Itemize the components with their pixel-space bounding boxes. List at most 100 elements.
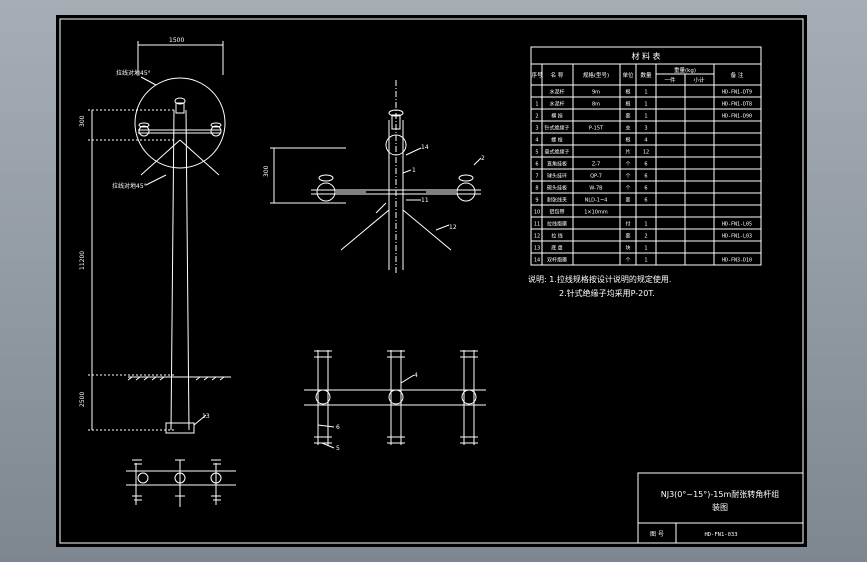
- table-cell-unit: 片: [625, 149, 630, 156]
- table-cell-seq: 5: [535, 150, 538, 156]
- table-cell-name: 耐张线夹: [547, 197, 567, 204]
- pole-elevation: 1500 拉线对地45° 拉线对地45° 300 11200 2500: [79, 37, 231, 434]
- table-cell-seq: 1: [535, 102, 538, 108]
- table-cell-remark: HD-FN1-L05: [722, 222, 752, 228]
- marker-11: 11: [421, 197, 429, 204]
- plan-view-small: [126, 459, 236, 507]
- th-weight-total: 小计: [693, 76, 705, 84]
- table-cell-name: 球头挂环: [547, 173, 567, 180]
- table-cell-seq: 13: [534, 246, 540, 252]
- dim-center: 300: [263, 165, 270, 177]
- crossarm-plan-view: 4 6 5: [304, 350, 486, 452]
- table-cell-qty: 6: [644, 174, 647, 180]
- table-cell-unit: 个: [625, 258, 630, 264]
- table-cell-name: 水泥杆: [549, 89, 564, 96]
- table-cell-unit: 付: [625, 221, 630, 228]
- table-cell-remark: HD-FN1-L03: [722, 234, 752, 240]
- table-cell-name: 拉 线: [551, 233, 563, 240]
- table-cell-qty: 1: [644, 102, 647, 108]
- table-cell-seq: 7: [535, 174, 538, 180]
- table-cell-name: 碗头挂板: [547, 185, 567, 192]
- table-cell-qty: 12: [643, 150, 649, 156]
- table-cell-spec: 1×10mm: [584, 210, 608, 216]
- table-cell-seq: 9: [535, 198, 538, 204]
- drawing-title-line1: NJ3(0°~15°)-15m耐张转角杆组: [661, 489, 780, 499]
- table-cell-name: 横 担: [551, 113, 563, 120]
- th-spec: 规格(型号): [583, 71, 609, 79]
- table-cell-seq: 11: [534, 222, 540, 228]
- table-cell-unit: 根: [625, 101, 630, 108]
- table-cell-unit: 根: [625, 89, 630, 96]
- table-cell-unit: 套: [625, 113, 630, 120]
- table-cell-unit: 支: [625, 125, 630, 132]
- fig-number: HD-FN1-033: [704, 532, 737, 538]
- table-cell-name: 双杆抱箍: [547, 257, 567, 264]
- table-cell-remark: HD-FN1-D90: [722, 114, 752, 120]
- dim-burial: 2500: [79, 392, 86, 407]
- table-cell-qty: 1: [644, 246, 647, 252]
- marker-2: 2: [481, 155, 485, 162]
- th-weight-single: 一件: [664, 76, 676, 84]
- table-cell-remark: HD-FN3-D10: [722, 258, 752, 264]
- table-cell-qty: 2: [644, 234, 647, 240]
- dim-top: 300: [79, 115, 86, 127]
- table-cell-unit: 个: [625, 162, 630, 168]
- table-cell-seq: 14: [534, 258, 540, 264]
- th-qty: 数量: [640, 71, 652, 79]
- table-cell-name: 底 盘: [551, 245, 563, 252]
- dim-crossarm: 1500: [169, 37, 184, 44]
- table-cell-name: 悬式绝缘子: [544, 149, 569, 156]
- table-cell-unit: 个: [625, 186, 630, 192]
- guy-circle: [134, 77, 226, 169]
- table-cell-spec: 9m: [592, 90, 600, 96]
- th-name: 名 称: [551, 71, 564, 79]
- table-cell-seq: 2: [535, 114, 538, 120]
- table-cell-name: 拉线抱箍: [547, 221, 567, 228]
- table-cell-qty: 6: [644, 198, 647, 204]
- marker-12: 12: [449, 224, 457, 231]
- table-cell-name: 直角挂板: [547, 161, 567, 168]
- table-cell-qty: 1: [644, 114, 647, 120]
- marker-5: 5: [336, 445, 340, 452]
- table-cell-spec: P-15T: [589, 126, 604, 132]
- table-cell-qty: 3: [644, 126, 647, 132]
- marker-4: 4: [414, 372, 418, 379]
- table-cell-remark: HD-FN1-DT9: [722, 90, 752, 96]
- th-seq: 序号: [531, 71, 543, 79]
- marker-13: 13: [202, 413, 210, 420]
- drawing-sheet: 1500 拉线对地45° 拉线对地45° 300 11200 2500: [56, 15, 807, 547]
- table-cell-seq: 4: [535, 138, 538, 144]
- table-cell-name: 针式绝缘子: [544, 125, 569, 132]
- drawing-title-line2: 装图: [712, 502, 728, 512]
- marker-6: 6: [336, 424, 340, 431]
- table-cell-name: 水泥杆: [549, 101, 564, 108]
- table-cell-spec: NLD-1~4: [585, 198, 608, 204]
- table-cell-qty: 6: [644, 186, 647, 192]
- table-cell-qty: 1: [644, 222, 647, 228]
- marker-1: 1: [412, 167, 416, 174]
- note-line-1: 说明: 1.拉线规格按设计说明的规定使用.: [528, 274, 671, 284]
- material-table: 材 料 表 序号 名 称 规格(型号) 单位 数量 重量(kg) 一件 小计 备…: [530, 46, 762, 266]
- table-cell-seq: 12: [534, 234, 540, 240]
- pole-front-view: 300 14 2 1 11 12: [263, 80, 485, 275]
- table-cell-spec: 8m: [592, 102, 600, 108]
- table-title: 材 料 表: [631, 51, 660, 61]
- table-cell-unit: 套: [625, 197, 630, 204]
- table-cell-seq: 10: [534, 210, 540, 216]
- table-cell-name: 铝包带: [549, 209, 564, 216]
- table-cell-seq: 6: [535, 162, 538, 168]
- table-cell-unit: 个: [625, 174, 630, 180]
- cad-drawing: 1500 拉线对地45° 拉线对地45° 300 11200 2500: [59, 18, 804, 544]
- th-weight: 重量(kg): [674, 66, 696, 74]
- table-cell-remark: HD-FN1-DT8: [722, 102, 752, 108]
- fig-label: 图 号: [650, 531, 664, 538]
- th-remark: 备 注: [731, 71, 744, 79]
- table-cell-seq: 8: [535, 186, 538, 192]
- dim-height: 11200: [79, 251, 86, 270]
- table-cell-qty: 1: [644, 90, 647, 96]
- title-block: NJ3(0°~15°)-15m耐张转角杆组 装图 图 号 HD-FN1-033: [637, 472, 804, 544]
- th-unit: 单位: [622, 71, 634, 79]
- sheet-border: [59, 18, 804, 544]
- marker-14: 14: [421, 144, 429, 151]
- table-cell-qty: 4: [644, 138, 647, 144]
